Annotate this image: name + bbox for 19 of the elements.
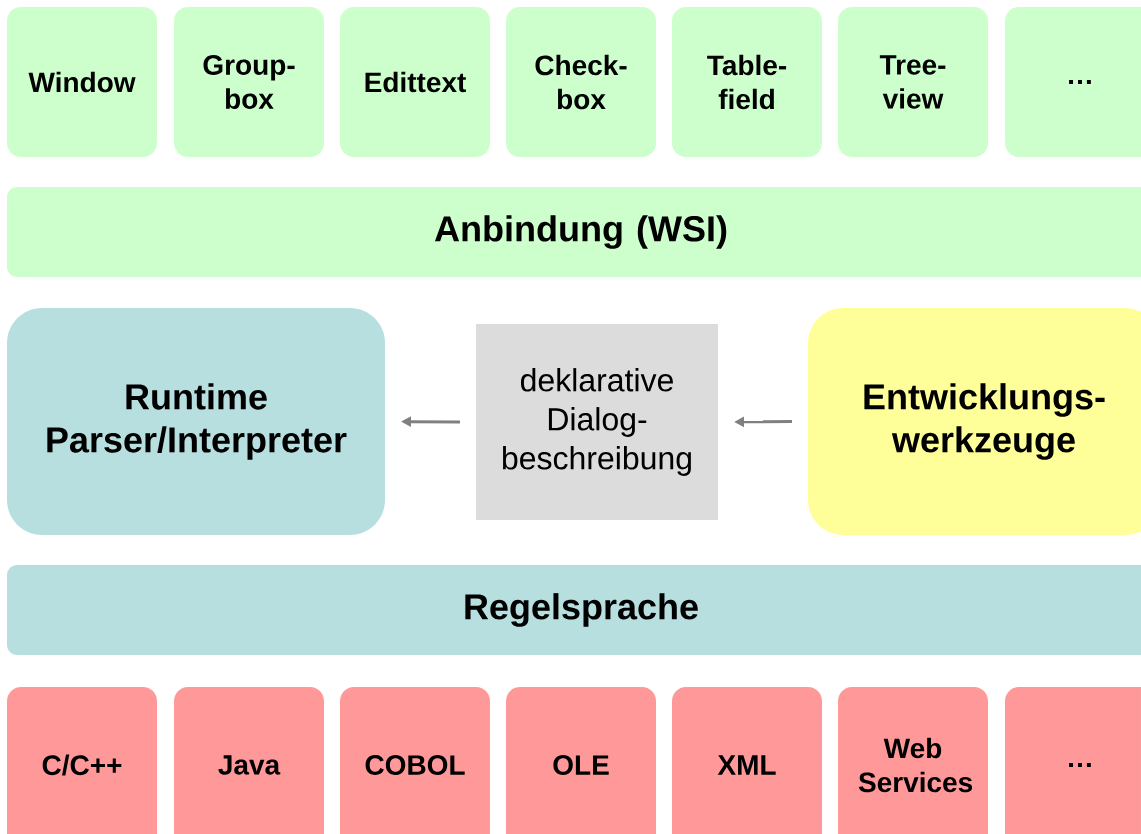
component-box: … <box>1005 7 1141 157</box>
layer-band: Regelsprache <box>7 565 1141 655</box>
interface-box: Web Services <box>838 687 988 834</box>
component-box: Check- box <box>506 7 656 157</box>
interface-box: Java <box>174 687 324 834</box>
component-box: Tree- view <box>838 7 988 157</box>
interface-box: … <box>1005 687 1141 834</box>
interface-box: C/C++ <box>7 687 157 834</box>
runtime-box: Runtime Parser/Interpreter <box>7 308 385 535</box>
interface-box: COBOL <box>340 687 490 834</box>
interface-box: XML <box>672 687 822 834</box>
description-box: deklarative Dialog- beschreibung <box>476 324 718 520</box>
component-box: Window <box>7 7 157 157</box>
component-box: Group- box <box>174 7 324 157</box>
tools-box: Entwicklungs- werkzeuge <box>808 308 1141 535</box>
component-box: Edittext <box>340 7 490 157</box>
interface-box: OLE <box>506 687 656 834</box>
layer-band: Anbindung (WSI) <box>7 187 1141 277</box>
component-box: Table- field <box>672 7 822 157</box>
